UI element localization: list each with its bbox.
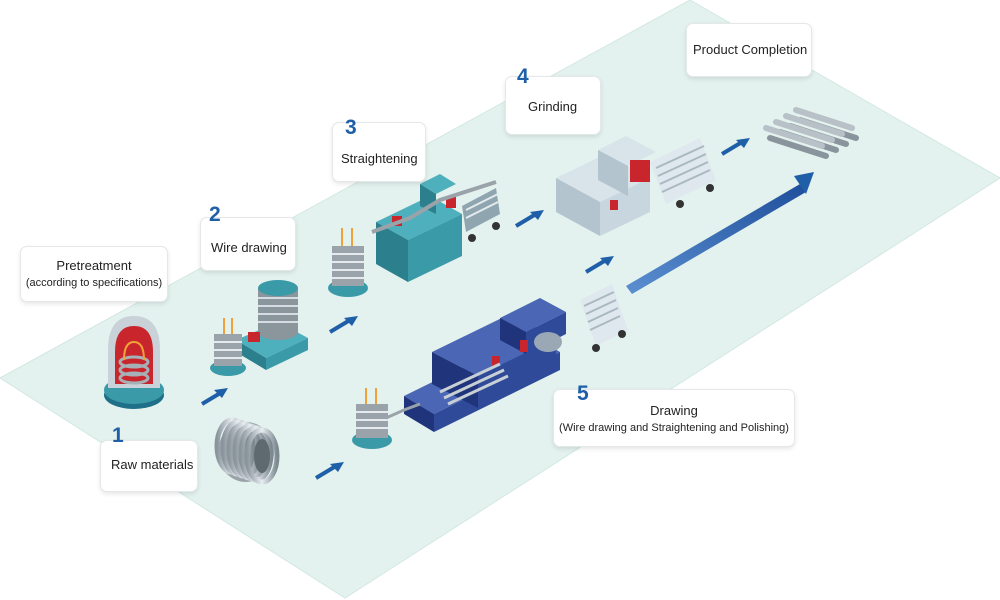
finished-product-bars <box>763 107 859 159</box>
straightening-machine <box>328 174 500 297</box>
wire-drawing-machine <box>210 280 308 376</box>
pretreatment-sublabel: (according to specifications) <box>25 277 163 289</box>
flow-arrows <box>200 138 814 480</box>
grinding-machine <box>556 136 716 236</box>
product-completion-label: Product Completion <box>693 42 808 57</box>
bubble-wire-drawing: Wire drawing <box>200 217 296 271</box>
pretreatment-furnace <box>104 316 164 409</box>
raw-materials-label: Raw materials <box>111 457 194 472</box>
arrow-raw-to-5 <box>314 462 344 480</box>
step-1-number: 1 <box>112 424 124 447</box>
wire-drawing-label: Wire drawing <box>211 240 287 255</box>
arrow-2-to-3 <box>328 316 358 334</box>
step-5-number: 5 <box>577 382 589 405</box>
pretreatment-label: Pretreatment <box>56 258 132 273</box>
arrow-4-to-completion <box>720 138 750 156</box>
grinding-label: Grinding <box>528 99 578 114</box>
bubble-product-completion: Product Completion <box>686 23 812 77</box>
arrow-3-to-4 <box>514 210 544 228</box>
arrow-1-to-2 <box>200 388 228 406</box>
raw-materials-coil <box>214 417 280 485</box>
drawing-label: Drawing <box>650 403 698 418</box>
bubble-straightening: Straightening <box>332 122 426 182</box>
drawing-sublabel: (Wire drawing and Straightening and Poli… <box>559 422 789 434</box>
drawing-line <box>352 284 628 449</box>
step-4-number: 4 <box>517 65 529 88</box>
bubble-raw-materials: Raw materials <box>100 440 198 492</box>
step-2-number: 2 <box>209 203 221 226</box>
bubble-pretreatment: Pretreatment (according to specification… <box>20 246 168 302</box>
bubble-drawing: Drawing (Wire drawing and Straightening … <box>553 389 795 447</box>
bubble-grinding: Grinding <box>505 76 601 135</box>
arrow-5-to-completion <box>626 172 814 294</box>
step-3-number: 3 <box>345 116 357 139</box>
arrow-alt-to-4 <box>584 256 614 274</box>
straightening-label: Straightening <box>341 151 418 166</box>
